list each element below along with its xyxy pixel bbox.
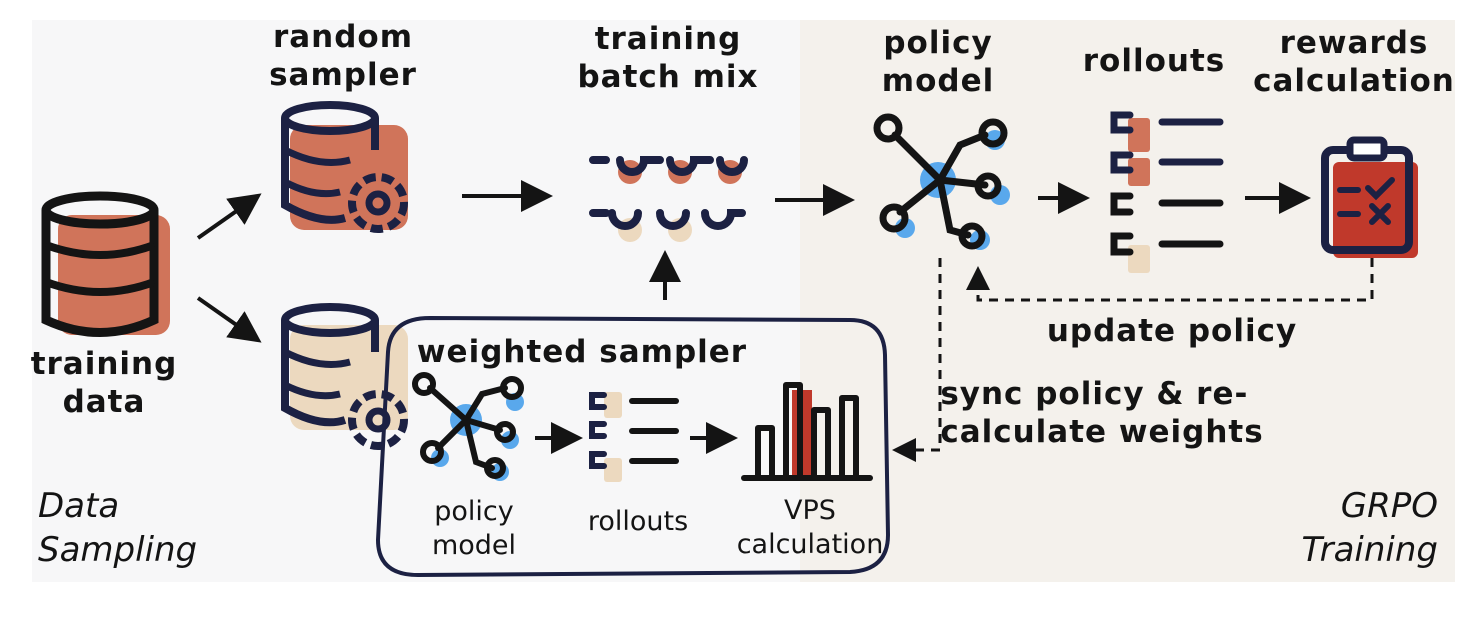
inner-policy-model-icon — [412, 372, 524, 481]
feedback-arrows — [892, 258, 1374, 462]
sync-policy-label: sync policy & re-calculate weights — [940, 376, 1264, 450]
inner-rollouts-label: rollouts — [587, 506, 689, 537]
update-policy-label: update policy — [1046, 313, 1298, 349]
training-data-database-icon — [41, 191, 170, 337]
policy-model-network-icon — [873, 113, 1010, 250]
flow-arrows — [196, 180, 1311, 454]
weighted-sampler-label: weighted sampler — [416, 334, 748, 370]
inner-rollouts-icon — [589, 392, 679, 482]
random-sampler-database-icon — [281, 101, 408, 233]
weighted-sampler-box — [375, 315, 891, 578]
batch-mix-icon — [589, 156, 748, 242]
weighted-sampler-database-icon — [281, 303, 408, 450]
rewards-clipboard-icon — [1321, 136, 1418, 258]
vps-chart-icon — [741, 382, 873, 481]
rollouts-label: rollouts — [1082, 43, 1226, 79]
rollouts-list-icon — [1110, 111, 1224, 273]
